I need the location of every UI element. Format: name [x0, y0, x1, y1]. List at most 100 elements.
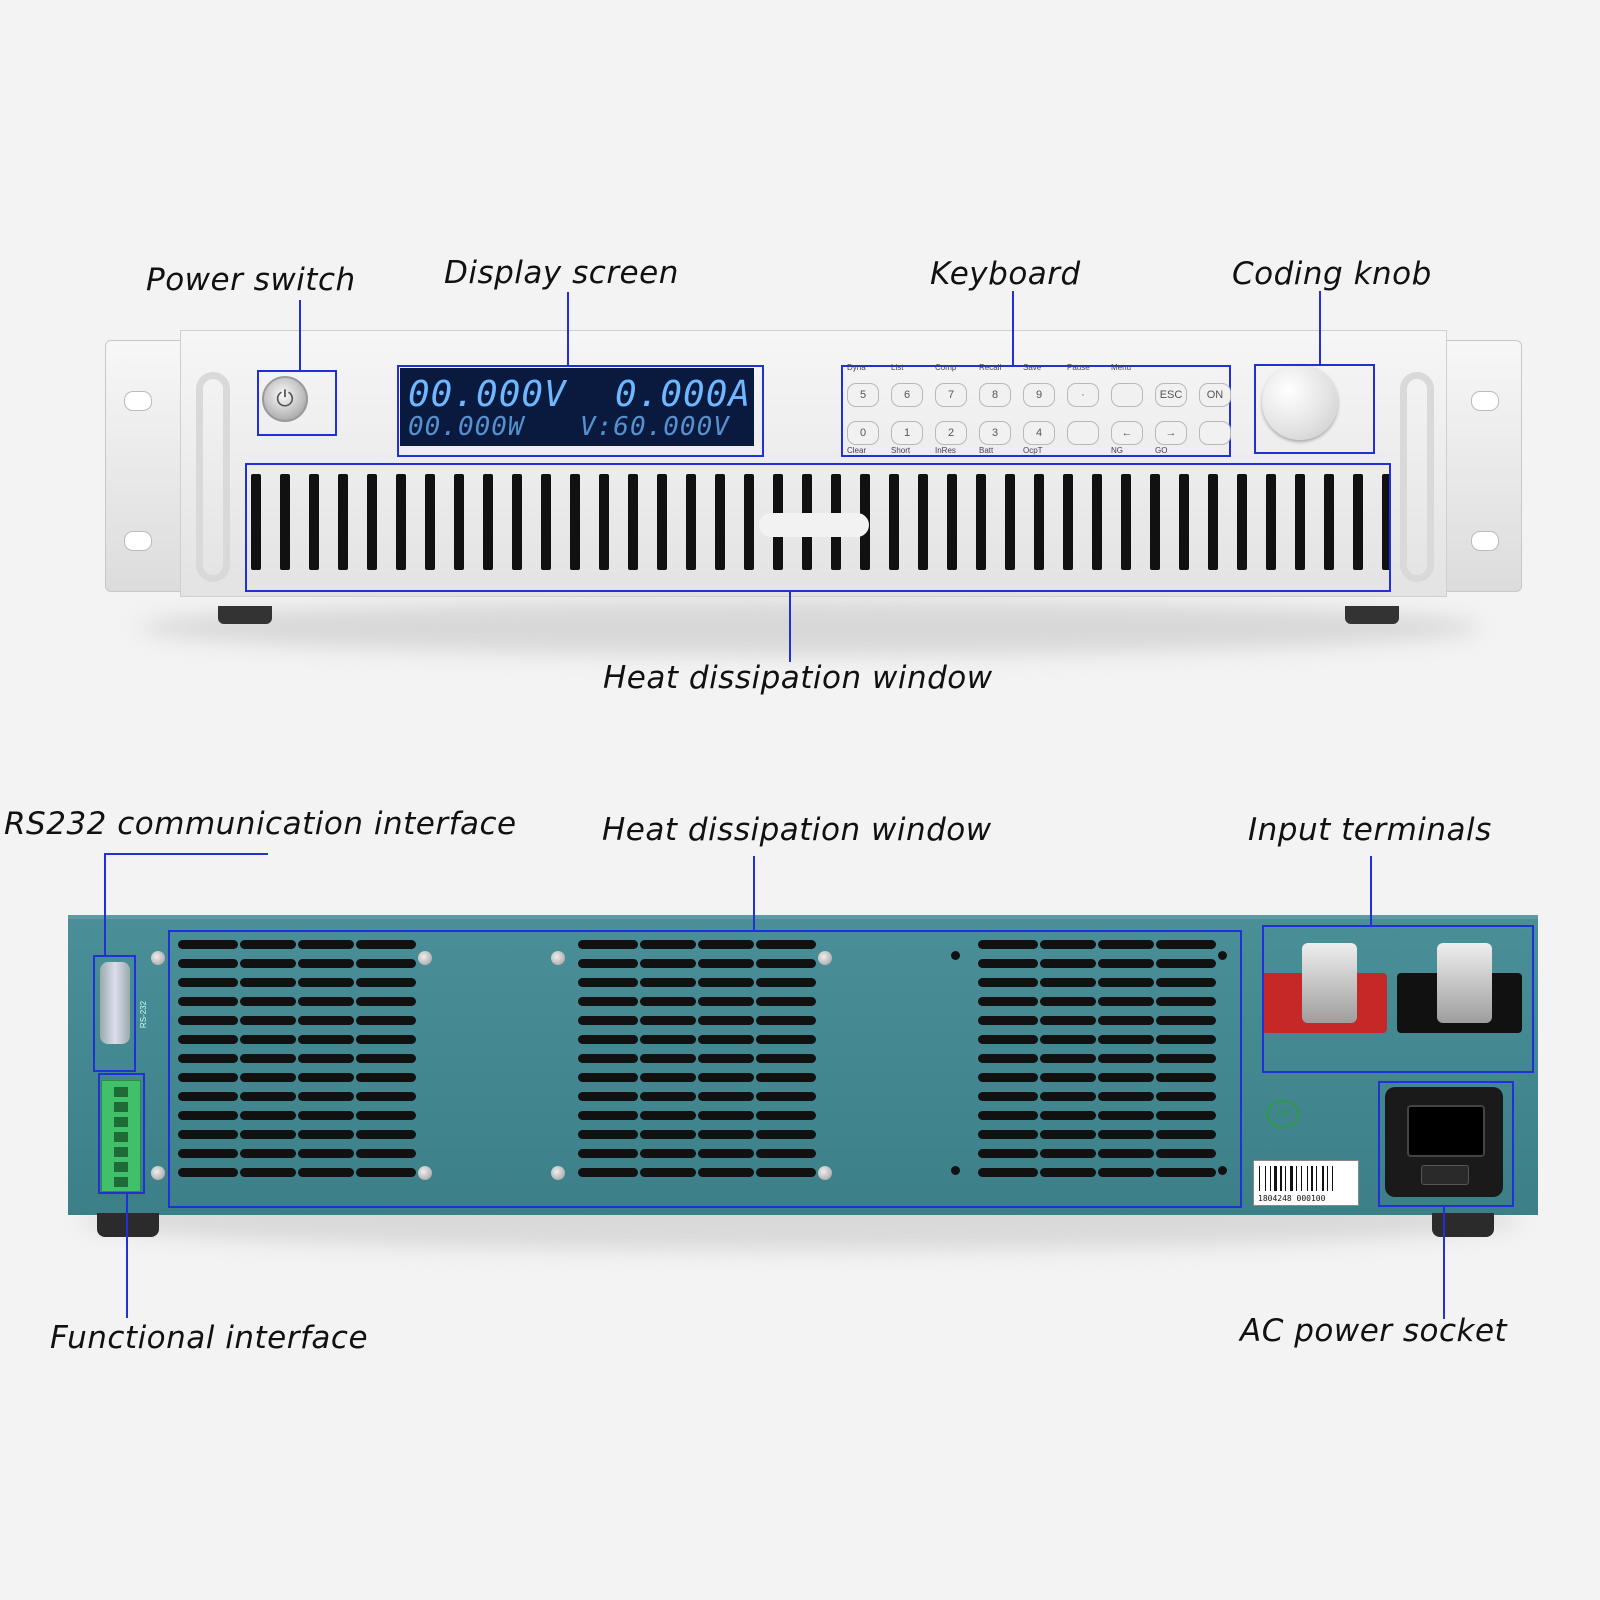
power-switch-button[interactable]: ⏻	[262, 376, 308, 422]
barcode-bar	[1311, 1166, 1313, 1191]
vent-row	[640, 978, 696, 987]
vent-row	[1040, 959, 1096, 968]
key-top-label: Recall	[979, 363, 1002, 372]
key-row2[interactable]: →	[1155, 421, 1187, 445]
vent-slot	[1092, 474, 1102, 570]
leader-rs232-v	[104, 853, 106, 956]
ac-power-socket[interactable]	[1385, 1087, 1503, 1197]
vent-row	[756, 1130, 816, 1139]
vent-row	[578, 1149, 638, 1158]
vent-row	[578, 1016, 638, 1025]
key-row1[interactable]: 9	[1023, 383, 1055, 407]
vent-row	[978, 1016, 1038, 1025]
key-row1[interactable]: 5	[847, 383, 879, 407]
power-icon: ⏻	[276, 386, 294, 411]
lcd-limit: V:60.000V	[580, 412, 730, 442]
vent-row	[298, 1111, 354, 1120]
vent-row	[178, 1035, 238, 1044]
vent-row	[756, 1073, 816, 1082]
functional-interface-terminal-block[interactable]	[101, 1080, 141, 1192]
vent-row	[756, 997, 816, 1006]
vent-row	[1040, 1149, 1096, 1158]
vent-row	[1156, 978, 1216, 987]
vent-row	[178, 1130, 238, 1139]
key-row1[interactable]: 6	[891, 383, 923, 407]
input-terminals[interactable]	[1262, 928, 1532, 1048]
terminal-pin	[114, 1177, 128, 1187]
vent-slot	[1150, 474, 1160, 570]
screw	[151, 951, 165, 965]
rear-foot-right	[1432, 1213, 1494, 1237]
vent-slot	[570, 474, 580, 570]
vent-row	[978, 1054, 1038, 1063]
vent-row	[240, 1073, 296, 1082]
vent-row	[1098, 1016, 1154, 1025]
label-display-screen: Display screen	[444, 255, 679, 291]
vent-row	[178, 1092, 238, 1101]
vent-row	[356, 1149, 416, 1158]
vent-row	[178, 978, 238, 987]
vent-row	[756, 1035, 816, 1044]
key-row2[interactable]: ←	[1111, 421, 1143, 445]
leader-rs232-h	[104, 853, 268, 855]
vent-row	[698, 1149, 754, 1158]
vent-row	[698, 1073, 754, 1082]
vent-row	[1098, 1130, 1154, 1139]
key-row2[interactable]: 0	[847, 421, 879, 445]
vent-row	[298, 1035, 354, 1044]
label-keyboard: Keyboard	[930, 256, 1081, 292]
vent-row	[1098, 1168, 1154, 1177]
key-bottom-label: Short	[891, 446, 911, 455]
vent-row	[1040, 940, 1096, 949]
lcd-voltage: 00.000V	[408, 374, 567, 415]
key-row2[interactable]: 2	[935, 421, 967, 445]
vent-row	[578, 978, 638, 987]
key-row2[interactable]	[1067, 421, 1099, 445]
coding-knob[interactable]	[1262, 364, 1338, 440]
key-row1[interactable]: 8	[979, 383, 1011, 407]
vent-row	[640, 1168, 696, 1177]
barcode-bar	[1296, 1166, 1297, 1191]
vent-row	[298, 959, 354, 968]
key-row2[interactable]: 1	[891, 421, 923, 445]
fuse-drawer	[1421, 1165, 1469, 1185]
vent-row	[298, 1054, 354, 1063]
key-row1[interactable]	[1111, 383, 1143, 407]
terminal-pin	[114, 1102, 128, 1112]
front-foot-left	[218, 606, 272, 624]
leader-power-switch	[299, 300, 301, 370]
lcd-power: 00.000W	[408, 412, 525, 442]
rs232-port[interactable]	[100, 962, 130, 1044]
vent-slot	[367, 474, 377, 570]
vent-row	[356, 1054, 416, 1063]
vent-row	[640, 1016, 696, 1025]
key-row1[interactable]: 7	[935, 383, 967, 407]
vent-slot	[454, 474, 464, 570]
leader-ac-socket	[1443, 1207, 1445, 1319]
key-row2[interactable]: 4	[1023, 421, 1055, 445]
vent-row	[298, 1073, 354, 1082]
vent-row	[640, 1092, 696, 1101]
box-power-switch	[257, 370, 337, 436]
key-row2[interactable]	[1199, 421, 1231, 445]
vent-slot	[1295, 474, 1305, 570]
screw	[551, 1166, 565, 1180]
vent-slot	[889, 474, 899, 570]
vent-row	[1040, 1111, 1096, 1120]
key-row2[interactable]: 3	[979, 421, 1011, 445]
vent-row	[640, 1073, 696, 1082]
key-top-label: Save	[1023, 363, 1042, 372]
vent-row	[1040, 1016, 1096, 1025]
handle-left	[196, 372, 230, 582]
vent-row	[640, 1149, 696, 1158]
key-row1[interactable]: ON	[1199, 383, 1231, 407]
vent-row	[756, 1054, 816, 1063]
vent-row	[698, 1016, 754, 1025]
key-row1[interactable]: ESC	[1155, 383, 1187, 407]
vent-row	[698, 1092, 754, 1101]
screw	[418, 1166, 432, 1180]
vent-row	[756, 978, 816, 987]
key-row1[interactable]: ·	[1067, 383, 1099, 407]
front-shadow	[140, 600, 1480, 655]
vent-row	[356, 997, 416, 1006]
